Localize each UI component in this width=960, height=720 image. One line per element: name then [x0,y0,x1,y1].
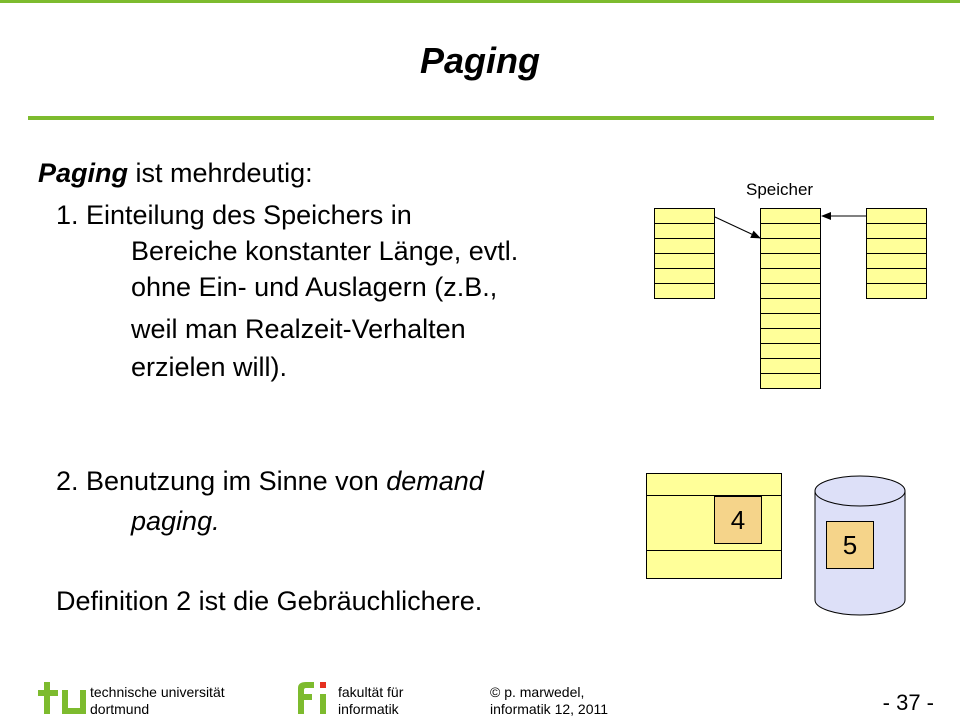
intro-line: Paging ist mehrdeutig: [38,158,313,188]
conclusion-text: Definition 2 ist die Gebräuchlichere. [56,586,483,616]
item2-line-2: paging. [131,506,220,536]
footer-faculty-line2: informatik [338,701,399,717]
page-4-in-memory: 4 [714,496,762,544]
footer-copyright: © p. marwedel, informatik 12, 2011 [490,684,608,718]
item1-line-3: ohne Ein- und Auslagern (z.B., [131,272,498,302]
footer-university-line1: technische universität [90,684,225,700]
intro-term: Paging [38,158,129,188]
title-underline [28,116,934,120]
footer-faculty-line1: fakultät für [338,684,404,700]
left-page-block [654,208,715,299]
footer-copyright-line1: © p. marwedel, [490,684,585,700]
footer-university-line2: dortmund [90,701,150,717]
item2-emph-demand: demand [386,466,484,496]
memory-label: Speicher [746,180,814,199]
item2-prefix: 2. Benutzung im Sinne von [56,466,387,496]
item1-line-2: Bereiche konstanter Länge, evtl. [131,236,519,266]
item1-line-5: erzielen will). [131,352,288,382]
fi-logo-icon: fi [292,678,326,714]
slide-title: Paging [419,40,540,81]
top-accent-line [0,0,960,3]
page-number: - 37 - [882,690,934,715]
item2-line-1: 2. Benutzung im Sinne von demand [56,466,484,496]
svg-text:fi: fi [292,678,293,679]
item2-emph-paging: paging. [131,506,220,536]
footer-copyright-line2: informatik 12, 2011 [490,701,609,717]
arrow-left-to-memory [714,216,761,239]
frame-divider-top [646,495,782,496]
tu-logo-icon: tu [38,678,86,714]
frame-divider-bottom [646,550,782,551]
footer-faculty: fakultät für informatik [338,684,403,718]
intro-rest: ist mehrdeutig: [128,158,313,188]
item1-line-4: weil man Realzeit-Verhalten [131,314,466,344]
right-page-block [866,208,927,299]
item1-line-1: 1. Einteilung des Speichers in [56,200,412,230]
page-5-on-disk: 5 [826,521,874,569]
footer-university: technische universität dortmund [90,684,225,718]
svg-text:tu: tu [38,678,39,679]
